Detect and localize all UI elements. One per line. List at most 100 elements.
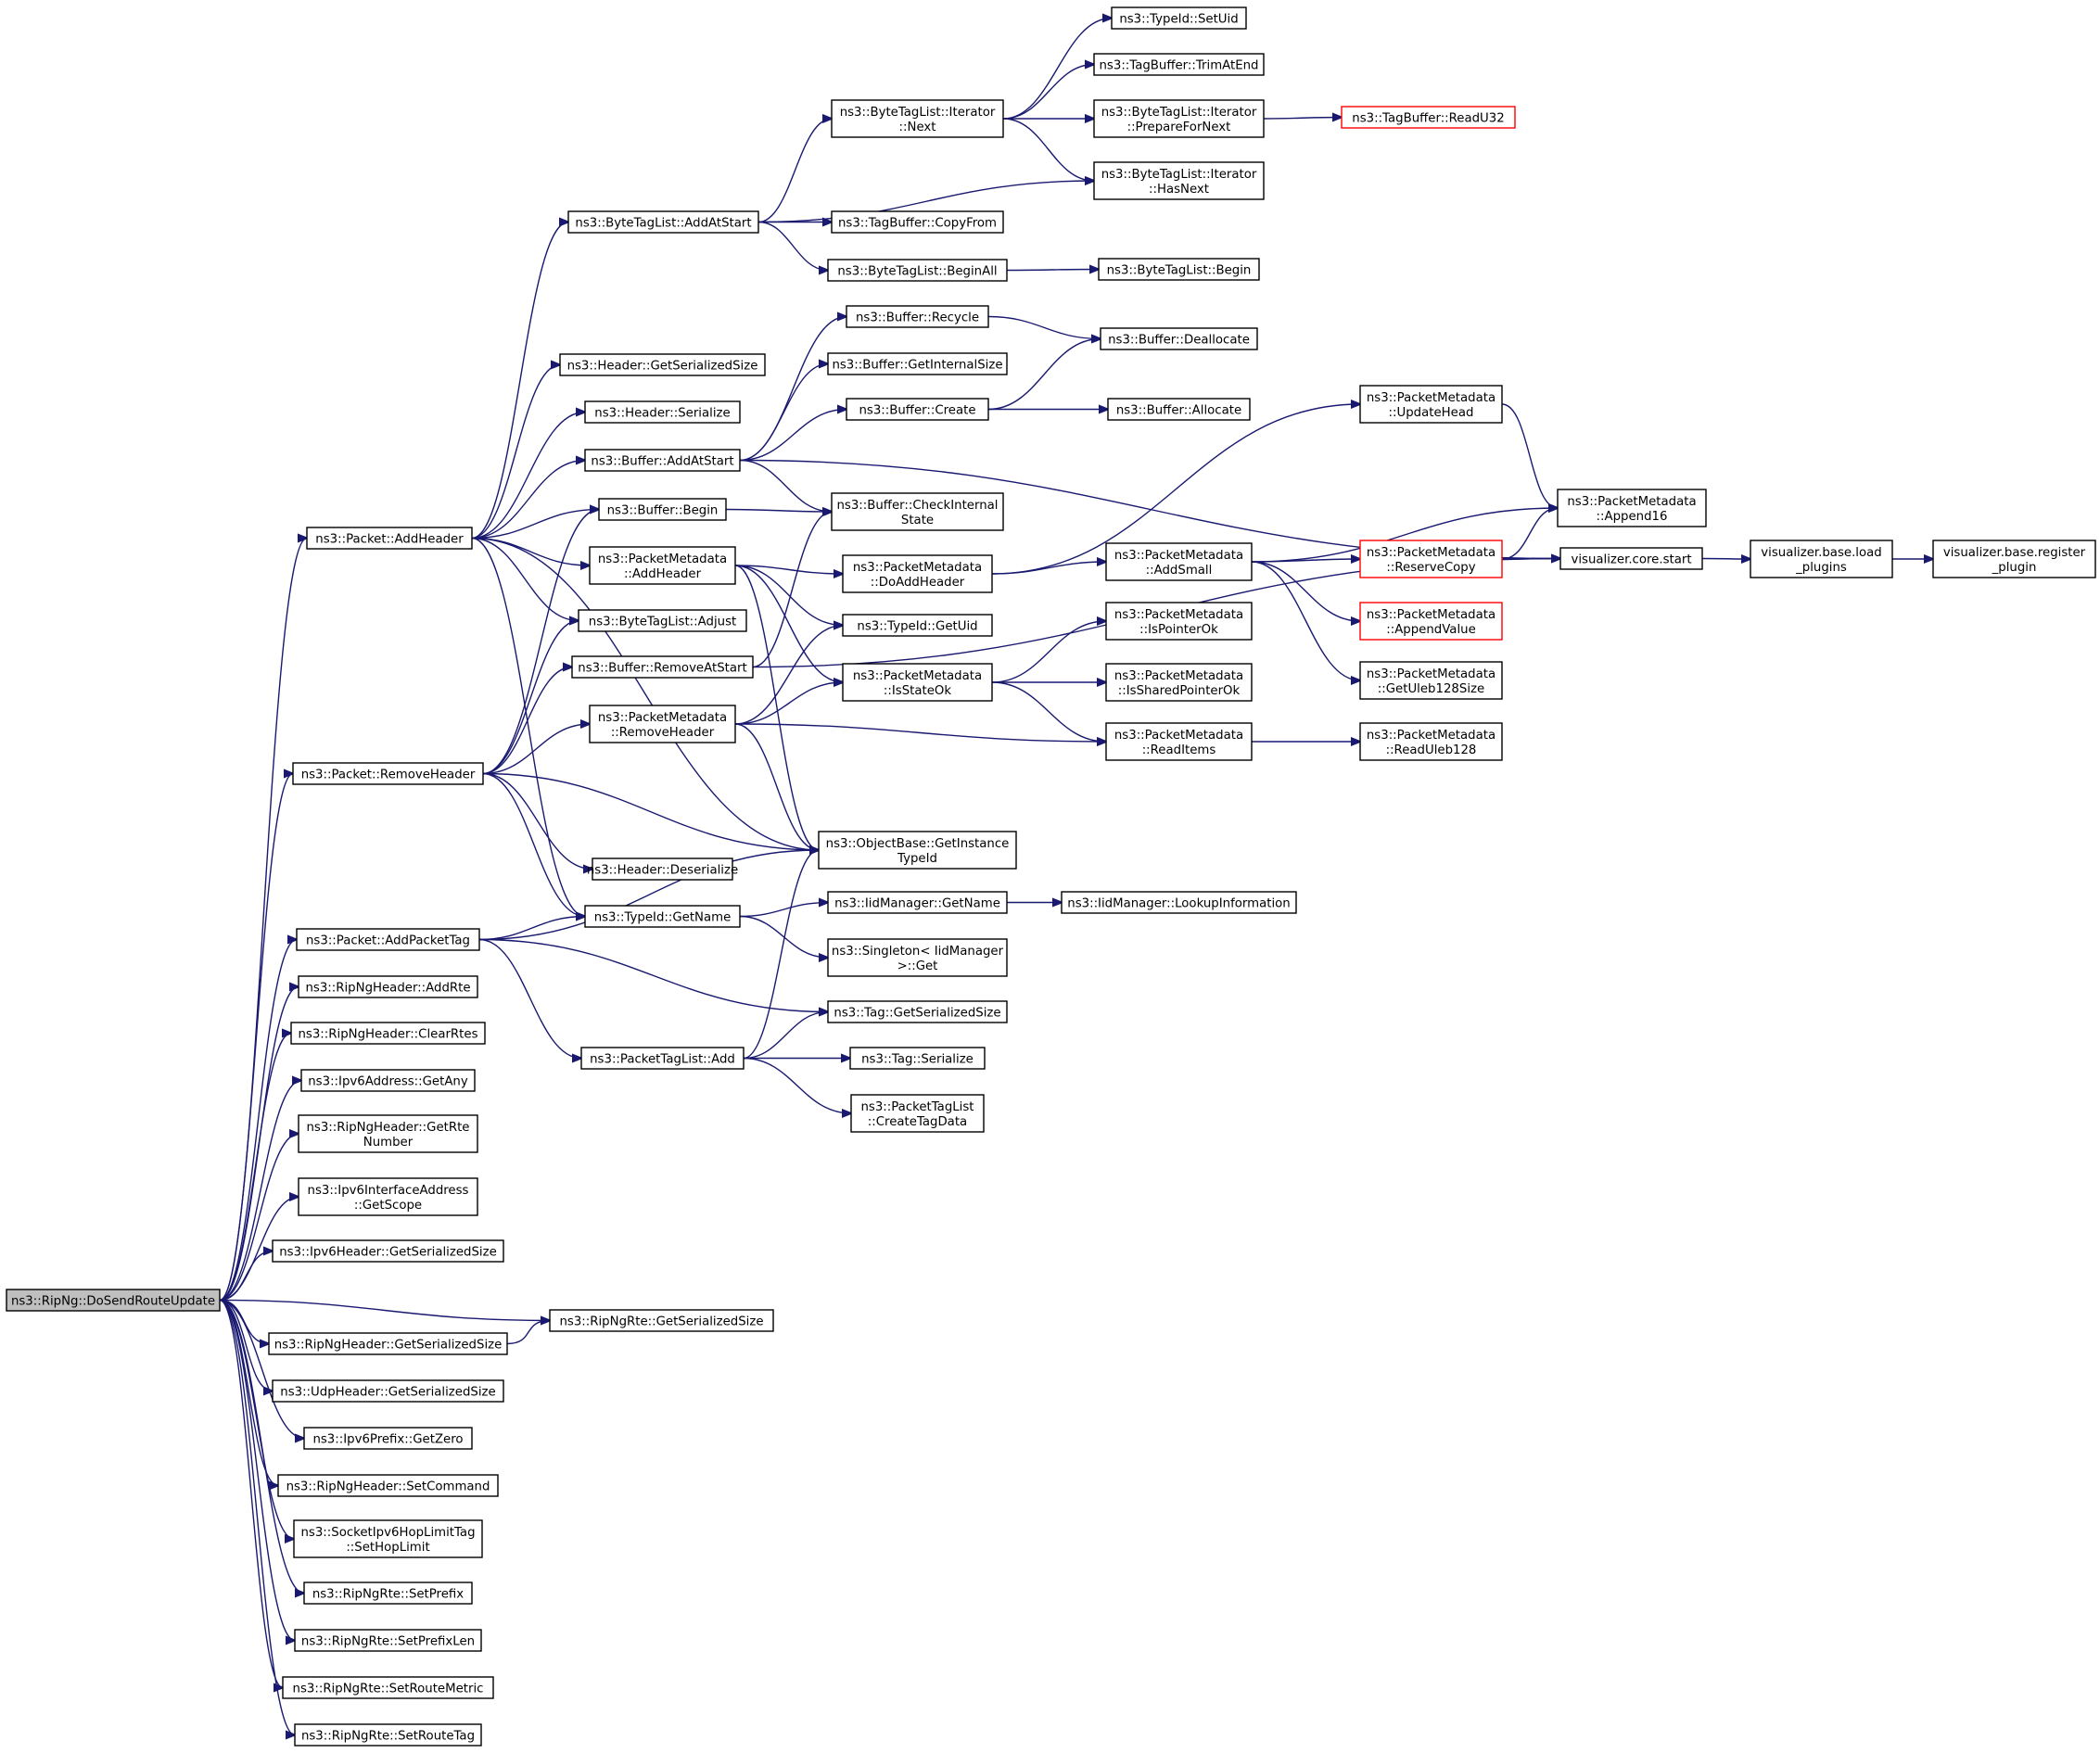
node-label-line: State: [901, 514, 934, 527]
node-tb_readu32[interactable]: ns3::TagBuffer::ReadU32: [1341, 106, 1516, 129]
node-header_getserializedsize[interactable]: ns3::Header::GetSerializedSize: [559, 353, 766, 376]
node-box: [846, 305, 989, 328]
node-box: [1107, 398, 1251, 421]
node-pm_updatehead[interactable]: ns3::PacketMetadata::UpdateHead: [1359, 385, 1503, 424]
node-box: [818, 831, 1017, 870]
node-ptl_createtagdata[interactable]: ns3::PacketTagList::CreateTagData: [850, 1094, 985, 1133]
node-buffer_begin[interactable]: ns3::Buffer::Begin: [598, 498, 727, 521]
node-buffer_getinternalsize[interactable]: ns3::Buffer::GetInternalSize: [827, 352, 1008, 375]
node-singleton_get[interactable]: ns3::Singleton< IidManager>::Get: [827, 938, 1008, 977]
node-ripngheader_getserializedsize[interactable]: ns3::RipNgHeader::GetSerializedSize: [268, 1332, 508, 1355]
node-box: [303, 1427, 473, 1450]
node-buffer_addatstart[interactable]: ns3::Buffer::AddAtStart: [584, 449, 741, 472]
node-udpheader_getserializedsize[interactable]: ns3::UdpHeader::GetSerializedSize: [272, 1379, 504, 1403]
node-pm_reservecopy[interactable]: ns3::PacketMetadata::ReserveCopy: [1359, 540, 1503, 578]
node-label-line: ns3::TagBuffer::ReadU32: [1352, 112, 1504, 126]
node-btli_hasnext[interactable]: ns3::ByteTagList::Iterator::HasNext: [1093, 161, 1265, 200]
node-header_serialize[interactable]: ns3::Header::Serialize: [584, 400, 741, 424]
node-label-line: ::IsStateOk: [884, 684, 951, 698]
node-label-line: ns3::Ipv6Header::GetSerializedSize: [279, 1246, 497, 1260]
node-ipv6ifaddr_getscope[interactable]: ns3::Ipv6InterfaceAddress::GetScope: [298, 1177, 478, 1216]
node-pm_isstateok[interactable]: ns3::PacketMetadata::IsStateOk: [842, 663, 993, 702]
edge-pm_addsmall-to-pm_appendvalue: [1251, 561, 1360, 621]
node-ipv6addr_getany[interactable]: ns3::Ipv6Address::GetAny: [300, 1069, 476, 1092]
edge-pm_addheader-to-pm_isstateok: [734, 565, 843, 682]
node-tb_trimatend[interactable]: ns3::TagBuffer::TrimAtEnd: [1093, 53, 1265, 76]
node-pkt_addheader[interactable]: ns3::Packet::AddHeader: [306, 527, 473, 550]
node-pm_getuleb128size[interactable]: ns3::PacketMetadata::GetUleb128Size: [1359, 661, 1503, 700]
node-buffer_recycle[interactable]: ns3::Buffer::Recycle: [846, 305, 989, 328]
node-iidmanager_lookupinformation[interactable]: ns3::IidManager::LookupInformation: [1061, 891, 1297, 914]
node-pm_addheader[interactable]: ns3::PacketMetadata::AddHeader: [589, 546, 736, 585]
node-ripngheader_setcommand[interactable]: ns3::RipNgHeader::SetCommand: [277, 1474, 499, 1497]
node-btl_begin[interactable]: ns3::ByteTagList::Begin: [1098, 258, 1260, 281]
node-pkt_addpackettag[interactable]: ns3::Packet::AddPacketTag: [296, 928, 480, 951]
node-btl_adjust[interactable]: ns3::ByteTagList::Adjust: [578, 609, 747, 632]
node-ipv6prefix_getzero[interactable]: ns3::Ipv6Prefix::GetZero: [303, 1427, 473, 1450]
node-ptl_add[interactable]: ns3::PacketTagList::Add: [580, 1047, 745, 1070]
node-ripngrte_getserializedsize[interactable]: ns3::RipNgRte::GetSerializedSize: [549, 1309, 774, 1332]
node-ipv6header_getserializedsize[interactable]: ns3::Ipv6Header::GetSerializedSize: [272, 1239, 504, 1263]
node-ripngheader_clearrtes[interactable]: ns3::RipNgHeader::ClearRtes: [290, 1022, 486, 1045]
node-btl_addatstart[interactable]: ns3::ByteTagList::AddAtStart: [567, 210, 759, 234]
node-label-line: ns3::TypeId::GetUid: [857, 620, 977, 634]
node-box: [598, 498, 727, 521]
node-btl_beginall[interactable]: ns3::ByteTagList::BeginAll: [827, 259, 1008, 282]
node-iidmanager_getname[interactable]: ns3::IidManager::GetName: [827, 891, 1008, 914]
node-pm_appendvalue[interactable]: ns3::PacketMetadata::AppendValue: [1359, 602, 1503, 641]
node-label-line: ns3::RipNgRte::SetRouteMetric: [293, 1683, 484, 1696]
node-tag_getserializedsize[interactable]: ns3::Tag::GetSerializedSize: [827, 1000, 1008, 1023]
node-btli_next[interactable]: ns3::ByteTagList::Iterator::Next: [831, 99, 1004, 138]
node-pm_ispointerok[interactable]: ns3::PacketMetadata::IsPointerOk: [1105, 602, 1253, 641]
edge-root-to-ripngheader_clearrtes: [219, 1034, 291, 1302]
node-buffer_create[interactable]: ns3::Buffer::Create: [846, 398, 989, 421]
edge-pm_updatehead-to-pm_append16: [1501, 403, 1558, 508]
node-label-line: ns3::Buffer::Deallocate: [1108, 334, 1250, 348]
node-btli_preparefornext[interactable]: ns3::ByteTagList::Iterator::PrepareForNe…: [1093, 99, 1265, 138]
node-pm_addsmall[interactable]: ns3::PacketMetadata::AddSmall: [1105, 542, 1253, 581]
node-pm_readuleb128[interactable]: ns3::PacketMetadata::ReadUleb128: [1359, 722, 1503, 761]
node-pm_issharedpointerok[interactable]: ns3::PacketMetadata::IsSharedPointerOk: [1105, 663, 1253, 702]
node-vis_base_registerplugin[interactable]: visualizer.base.register_plugin: [1932, 540, 2096, 578]
node-pm_append16[interactable]: ns3::PacketMetadata::Append16: [1557, 489, 1707, 527]
node-buffer_allocate[interactable]: ns3::Buffer::Allocate: [1107, 398, 1251, 421]
node-pm_readitems[interactable]: ns3::PacketMetadata::ReadItems: [1105, 722, 1253, 761]
node-typeid_setuid[interactable]: ns3::TypeId::SetUid: [1111, 6, 1247, 30]
node-buffer_removeatstart[interactable]: ns3::Buffer::RemoveAtStart: [571, 655, 754, 679]
node-ripngrte_setroutemetric[interactable]: ns3::RipNgRte::SetRouteMetric: [282, 1676, 494, 1699]
node-box: [592, 857, 733, 881]
edge-ptl_add-to-tag_getserializedsize: [743, 1012, 828, 1060]
node-pm_doaddheader[interactable]: ns3::PacketMetadata::DoAddHeader: [842, 554, 993, 593]
node-label-line: ns3::RipNgHeader::GetRte: [306, 1121, 469, 1135]
node-ripngrte_setroutetag[interactable]: ns3::RipNgRte::SetRouteTag: [294, 1723, 482, 1747]
edge-root-to-pkt_removeheader: [219, 774, 293, 1302]
node-typeid_getname[interactable]: ns3::TypeId::GetName: [584, 905, 741, 928]
edge-pm_addsmall-to-pm_append16: [1251, 508, 1558, 563]
node-vis_base_loadplugins[interactable]: visualizer.base.load_plugins: [1750, 540, 1893, 578]
node-label-line: visualizer.core.start: [1571, 553, 1691, 567]
node-box: [1093, 99, 1265, 138]
node-label-line: ns3::RipNgRte::GetSerializedSize: [559, 1315, 763, 1329]
node-tb_copyfrom[interactable]: ns3::TagBuffer::CopyFrom: [831, 210, 1004, 234]
node-ripngrte_setprefix[interactable]: ns3::RipNgRte::SetPrefix: [303, 1582, 473, 1605]
node-ripngheader_addrte[interactable]: ns3::RipNgHeader::AddRte: [298, 975, 478, 998]
node-root[interactable]: ns3::RipNg::DoSendRouteUpdate: [6, 1289, 221, 1312]
node-pkt_removeheader[interactable]: ns3::Packet::RemoveHeader: [292, 762, 484, 785]
node-box: [282, 1676, 494, 1699]
node-box: [827, 352, 1008, 375]
node-tag_serialize[interactable]: ns3::Tag::Serialize: [849, 1047, 986, 1070]
node-header_deserialize[interactable]: ns3::Header::Deserialize: [587, 857, 738, 881]
node-typeid_getuid[interactable]: ns3::TypeId::GetUid: [842, 614, 993, 637]
node-ripngrte_setprefixlen[interactable]: ns3::RipNgRte::SetPrefixLen: [294, 1629, 482, 1652]
node-vis_core_start[interactable]: visualizer.core.start: [1559, 547, 1703, 570]
node-pm_removeheader[interactable]: ns3::PacketMetadata::RemoveHeader: [589, 705, 736, 743]
node-sockhoplimit_sethoplimit[interactable]: ns3::SocketIpv6HopLimitTag::SetHopLimit: [293, 1519, 483, 1558]
node-buffer_deallocate[interactable]: ns3::Buffer::Deallocate: [1100, 327, 1258, 350]
node-label-line: ::GetUleb128Size: [1378, 682, 1484, 696]
node-label-line: ns3::Buffer::AddAtStart: [591, 455, 733, 469]
node-label-line: ns3::Buffer::RemoveAtStart: [578, 662, 746, 676]
node-box: [1750, 540, 1893, 578]
